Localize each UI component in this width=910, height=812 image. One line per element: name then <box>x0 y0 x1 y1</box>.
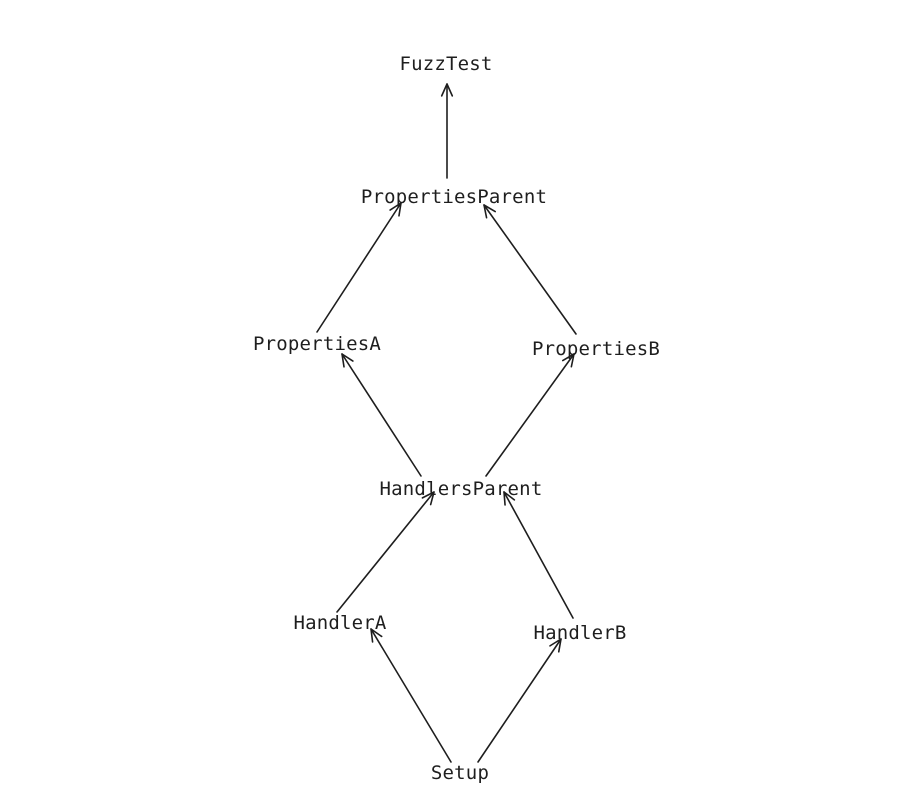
edge-handler-a-to-handlers-parent <box>336 491 435 613</box>
node-handler-a: HandlerA <box>293 612 386 634</box>
nodes-layer: FuzzTest PropertiesParent PropertiesA Pr… <box>253 53 660 784</box>
node-handlers-parent: HandlersParent <box>380 478 543 500</box>
arrowhead-icon <box>440 83 454 97</box>
edge-line <box>336 491 435 613</box>
arrowhead-icon <box>483 204 497 219</box>
arrowhead-icon <box>370 628 383 643</box>
edge-line <box>341 353 422 477</box>
arrowhead-icon <box>561 353 575 368</box>
arrowhead-icon <box>341 353 354 368</box>
arrowhead-icon <box>503 491 516 506</box>
edge-line <box>483 204 577 335</box>
edge-setup-to-handler-a <box>370 628 452 763</box>
edge-properties-parent-to-fuzztest <box>440 83 454 179</box>
edge-properties-a-to-properties-parent <box>316 202 402 333</box>
node-handler-b: HandlerB <box>533 622 626 644</box>
node-properties-a: PropertiesA <box>253 333 381 355</box>
edge-line <box>485 353 575 477</box>
edge-line <box>370 628 452 763</box>
arrowhead-icon <box>389 202 402 217</box>
edge-properties-b-to-properties-parent <box>483 204 577 335</box>
edge-handlers-parent-to-properties-a <box>341 353 422 477</box>
node-setup: Setup <box>431 762 489 784</box>
edges-layer <box>316 83 577 763</box>
arrowhead-icon <box>549 638 562 653</box>
node-properties-b: PropertiesB <box>532 338 660 360</box>
edge-line <box>477 638 562 763</box>
edge-handler-b-to-handlers-parent <box>503 491 574 619</box>
node-fuzztest: FuzzTest <box>399 53 492 75</box>
node-properties-parent: PropertiesParent <box>361 186 547 208</box>
edge-handlers-parent-to-properties-b <box>485 353 575 477</box>
edge-line <box>316 202 402 333</box>
edge-setup-to-handler-b <box>477 638 562 763</box>
edge-line <box>503 491 574 619</box>
arrowhead-icon <box>421 491 435 506</box>
